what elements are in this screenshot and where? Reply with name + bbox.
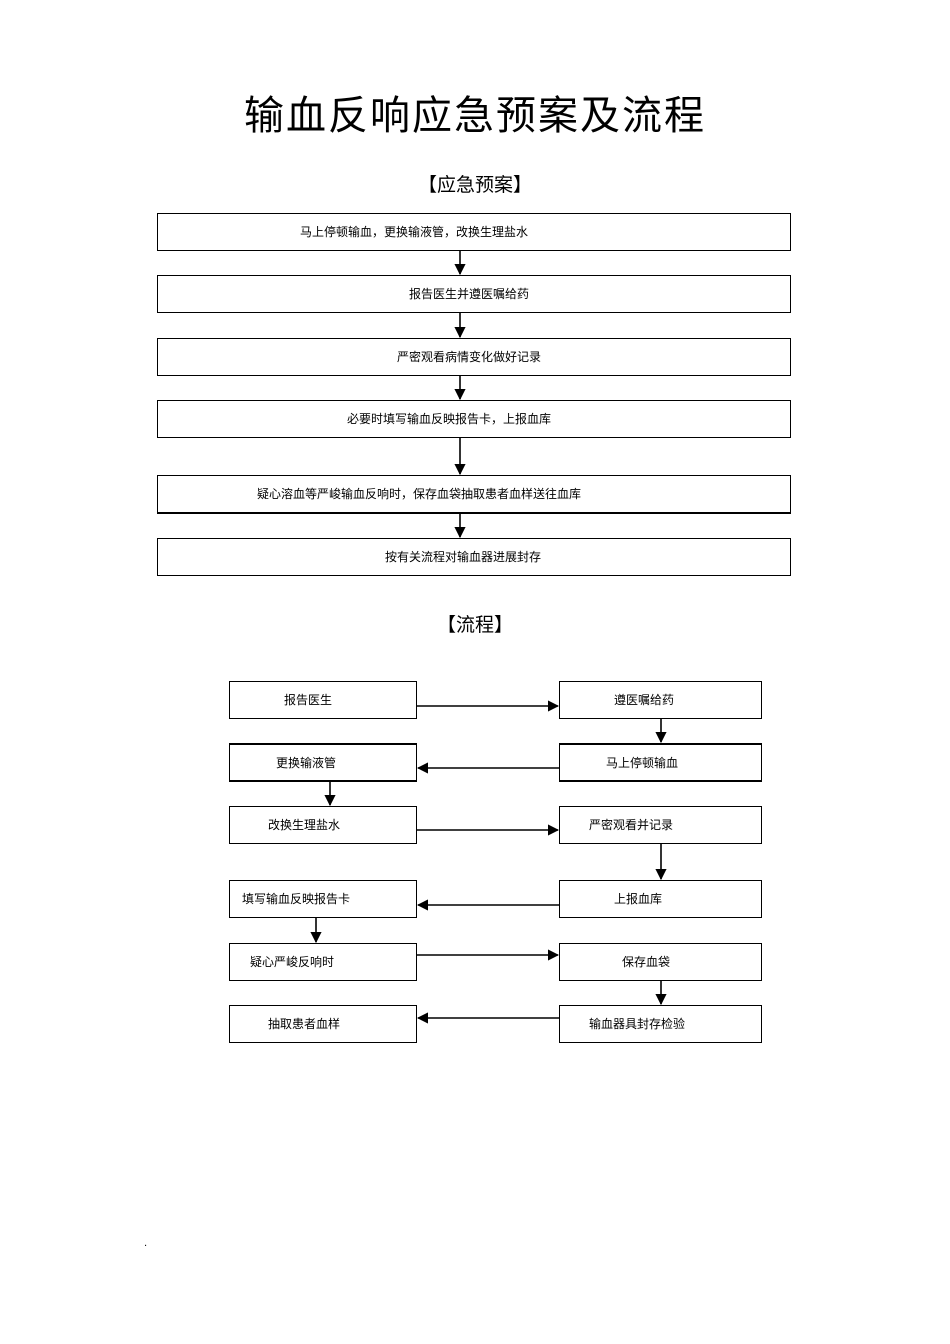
plan-step-2-label: 报告医生并遵医嘱给药 — [408, 287, 529, 301]
flow-right-box-4: 上报血库 — [559, 880, 762, 918]
flow-right-label-2: 马上停顿输血 — [606, 755, 679, 770]
flow-right-label-1: 遵医嘱给药 — [614, 693, 675, 707]
plan-step-3-label: 严密观看病情变化做好记录 — [396, 350, 541, 364]
flow-right-box-2: 马上停顿输血 — [559, 743, 762, 782]
plan-heading: 【应急预案】 — [417, 174, 532, 196]
flow-left-box-2: 更换输液管 — [229, 743, 417, 782]
plan-step-4: 必要时填写输血反映报告卡，上报血库 — [157, 400, 791, 438]
flow-right-label-3: 严密观看并记录 — [589, 818, 674, 832]
flow-left-label-2: 更换输液管 — [276, 755, 337, 770]
flow-left-label-6: 抽取患者血样 — [268, 1017, 341, 1031]
flow-right-box-5: 保存血袋 — [559, 943, 762, 981]
flow-left-box-1: 报告医生 — [229, 681, 417, 719]
flow-left-box-4: 填写输血反映报告卡 — [229, 880, 417, 918]
page-title: 输血反响应急预案及流程 — [244, 93, 706, 139]
flow-left-label-3: 改换生理盐水 — [268, 818, 341, 832]
plan-step-6: 按有关流程对输血器进展封存 — [157, 538, 791, 576]
plan-step-6-label: 按有关流程对输血器进展封存 — [384, 550, 541, 564]
flow-heading: 【流程】 — [436, 614, 513, 636]
flow-left-label-5: 疑心严峻反响时 — [250, 955, 335, 969]
plan-step-5: 疑心溶血等严峻输血反响时，保存血袋抽取患者血样送往血库 — [157, 475, 791, 514]
flow-left-box-3: 改换生理盐水 — [229, 806, 417, 844]
flow-left-label-1: 报告医生 — [284, 693, 333, 707]
flow-left-box-6: 抽取患者血样 — [229, 1005, 417, 1043]
footer-mark: . — [144, 1238, 148, 1249]
flow-left-label-4: 填写输血反映报告卡 — [242, 892, 351, 906]
flow-right-box-1: 遵医嘱给药 — [559, 681, 762, 719]
plan-step-1: 马上停顿输血，更换输液管，改换生理盐水 — [157, 213, 791, 251]
plan-step-2: 报告医生并遵医嘱给药 — [157, 275, 791, 313]
plan-step-4-label: 必要时填写输血反映报告卡，上报血库 — [346, 412, 551, 426]
flow-right-box-6: 输血器具封存检验 — [559, 1005, 762, 1043]
plan-step-1-label: 马上停顿输血，更换输液管，改换生理盐水 — [299, 225, 528, 239]
flow-right-box-3: 严密观看并记录 — [559, 806, 762, 844]
flow-right-label-4: 上报血库 — [614, 892, 663, 906]
flow-left-box-5: 疑心严峻反响时 — [229, 943, 417, 981]
plan-step-3: 严密观看病情变化做好记录 — [157, 338, 791, 376]
flow-right-label-6: 输血器具封存检验 — [589, 1017, 686, 1031]
flow-right-label-5: 保存血袋 — [622, 955, 671, 969]
plan-step-5-label: 疑心溶血等严峻输血反响时，保存血袋抽取患者血样送往血库 — [256, 487, 581, 501]
